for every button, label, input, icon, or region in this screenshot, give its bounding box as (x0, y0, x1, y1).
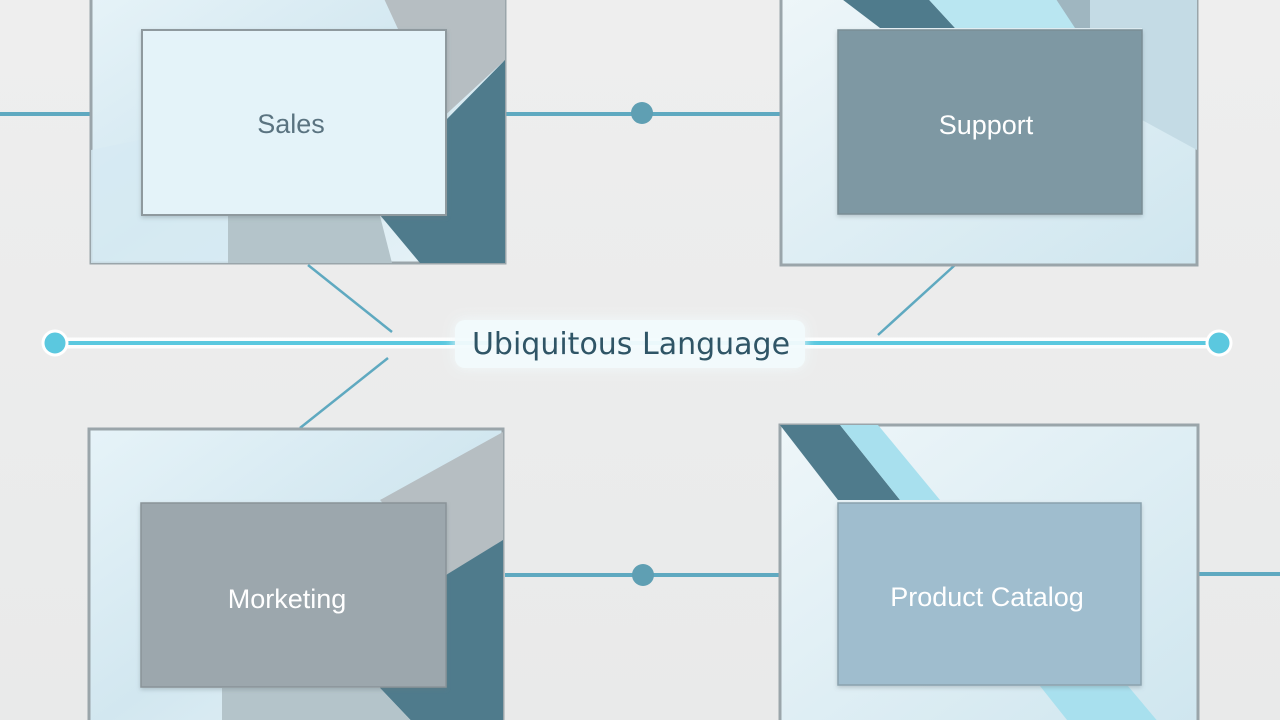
core-endpoint-left (41, 329, 69, 357)
connector-node-top (631, 102, 653, 124)
context-frame-marketing: Morketing (87, 427, 505, 720)
context-box-product-catalog[interactable] (837, 502, 1142, 686)
context-frame-product-catalog: Product Catalog (778, 423, 1200, 720)
connector-node-bottom (632, 564, 654, 586)
context-box-marketing[interactable] (140, 502, 447, 688)
connector-support-core (877, 264, 956, 336)
connectors (0, 102, 1280, 586)
context-label-product-catalog: Product Catalog (890, 582, 1084, 612)
connector-marketing-core (299, 357, 389, 429)
context-label-support: Support (939, 110, 1034, 140)
context-label-marketing: Morketing (228, 584, 347, 614)
core-label-backdrop (455, 320, 805, 368)
core-label: Ubiquitous Language (472, 327, 790, 362)
context-frame-sales: Sales (89, 0, 507, 265)
ubiquitous-language-band: Ubiquitous Language (41, 320, 1233, 368)
context-box-support[interactable] (837, 29, 1143, 215)
context-box-sales[interactable] (141, 29, 447, 216)
context-label-sales: Sales (257, 109, 325, 139)
core-endpoint-right (1205, 329, 1233, 357)
context-frame-support: Support (779, 0, 1199, 267)
connector-sales-core (307, 264, 393, 333)
